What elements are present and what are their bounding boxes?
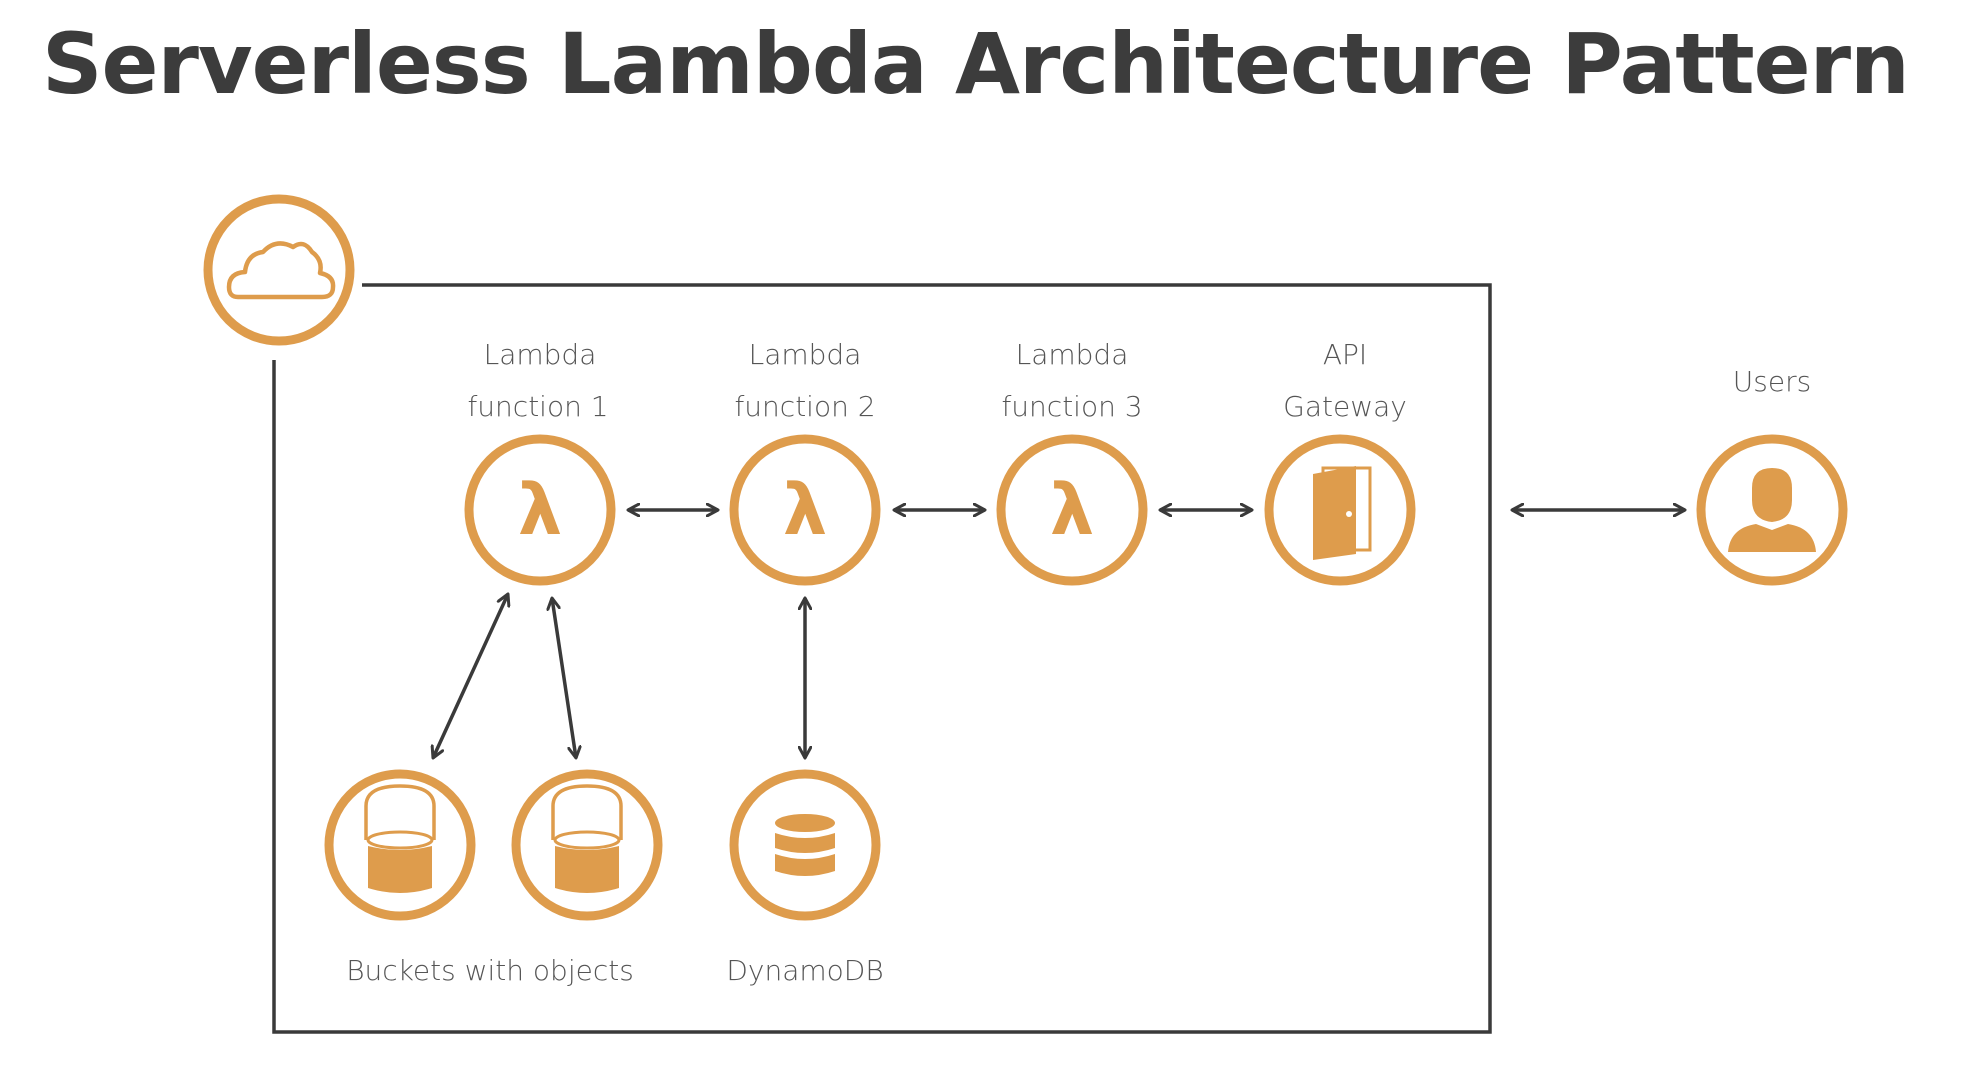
lambda-function-2-node: Lambda function 2 λ [729,338,881,586]
bucket-icon [551,784,623,893]
users-label: Users [1733,365,1811,398]
lambda-function-1-node: Lambda function 1 λ [464,338,616,586]
lambda-function-2-label-line2: function 2 [734,390,875,423]
bucket-icon [364,784,436,893]
cloud-node [203,194,355,346]
cloud-icon [226,241,336,300]
dynamodb-node [729,769,881,921]
page-title: Serverless Lambda Architecture Pattern [42,15,1910,113]
bucket-node-2 [511,769,663,921]
cloud-boundary [272,283,1492,1034]
lambda-function-2-label-line1: Lambda [749,338,862,371]
api-gateway-label-line2: Gateway [1283,390,1407,423]
bucket-node-1 [324,769,476,921]
connector-lambda1-bucket1 [433,594,508,758]
api-gateway-node: API Gateway [1264,338,1416,586]
lambda-icon: λ [518,469,562,551]
user-icon [1728,468,1816,552]
api-gateway-label-line1: API [1323,338,1367,371]
lambda-function-3-node: Lambda function 3 λ [996,338,1148,586]
lambda-function-3-label-line1: Lambda [1016,338,1129,371]
lambda-function-1-label-line1: Lambda [484,338,597,371]
database-icon [775,814,835,876]
lambda-icon: λ [783,469,827,551]
door-icon [1313,466,1372,560]
connector-lambda1-bucket2 [552,598,576,758]
lambda-function-3-label-line2: function 3 [1001,390,1142,423]
lambda-function-1-label-line2: function 1 [467,390,608,423]
buckets-label: Buckets with objects [346,954,634,987]
users-node: Users [1696,365,1848,586]
lambda-icon: λ [1050,469,1094,551]
dynamodb-label: DynamoDB [726,954,883,987]
